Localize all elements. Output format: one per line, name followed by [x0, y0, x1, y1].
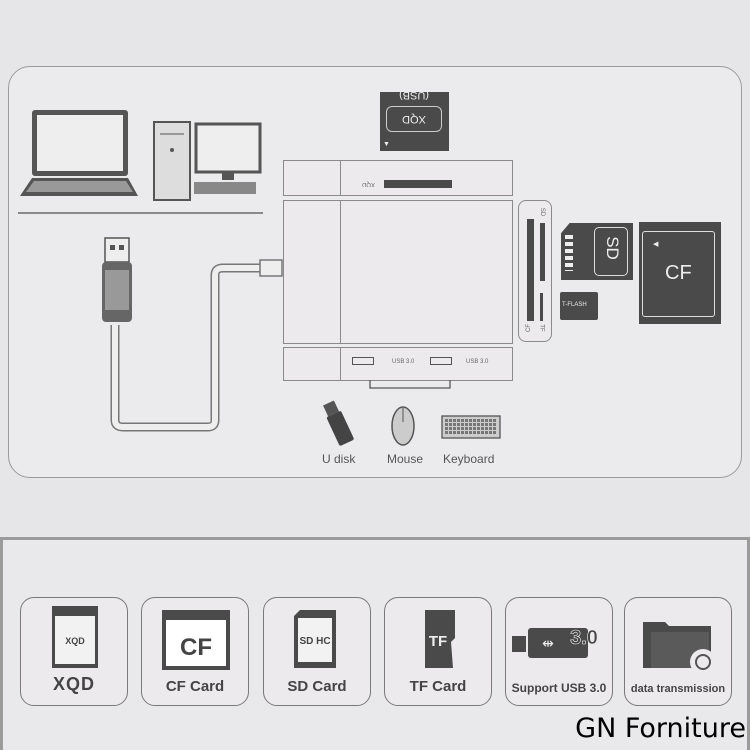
feature-label: SD Card: [287, 678, 347, 695]
folder-sync-icon: [643, 622, 716, 675]
usb-port-section: USB 3.0 USB 3.0: [283, 347, 513, 381]
xqd-slot: [384, 180, 452, 188]
feature-label: CF Card: [165, 678, 225, 695]
cf-slot: [527, 219, 534, 321]
sd-card-image: SD: [561, 223, 633, 280]
tf-slot: [540, 293, 543, 321]
feature-cf-card: CF CF Card: [141, 597, 249, 706]
desktop-computer-icon: [153, 121, 262, 201]
feature-usb3: 3.0 ⇹ Support USB 3.0: [505, 597, 613, 706]
u-disk-icon: [323, 400, 354, 446]
feature-label: XQD: [52, 674, 95, 694]
divider: [18, 212, 263, 214]
tf-slot-label: TF: [538, 324, 545, 332]
feature-data-transmission: data transmission: [624, 597, 732, 706]
xqd-card-image: XQD (USB) ▼: [380, 89, 449, 151]
cf-card-icon: CF: [162, 610, 230, 670]
xqd-slot-section: XQD: [283, 160, 513, 196]
tf-card-image: T-FLASH: [560, 292, 598, 320]
svg-text:CF: CF: [180, 634, 212, 661]
feature-sd-card: SD HC SD Card: [263, 597, 371, 706]
sd-slot: [540, 223, 545, 281]
svg-text:XQD: XQD: [65, 636, 85, 646]
hub-body: [283, 200, 513, 344]
sd-card-label: SD: [602, 236, 622, 260]
usb-connector-bracket: [369, 380, 451, 389]
feature-tf-card: TF TF Card: [384, 597, 492, 706]
xqd-card-icon: XQD: [52, 606, 98, 668]
mouse-icon: [391, 406, 415, 446]
sd-card-icon: SD HC: [294, 610, 336, 668]
usb-port-label: USB 3.0: [466, 359, 489, 365]
cf-card-image: ◀ CF: [639, 222, 721, 324]
svg-text:⇹: ⇹: [542, 635, 554, 651]
svg-text:SD HC: SD HC: [299, 636, 330, 647]
mouse-label: Mouse: [387, 452, 424, 466]
sd-slot-label: SD: [539, 207, 546, 217]
usb-cable: [110, 259, 283, 432]
cf-card-label: CF: [665, 262, 692, 284]
usb-port-label: USB 3.0: [392, 359, 415, 365]
usb-port: [352, 357, 374, 365]
laptop-icon: [20, 110, 138, 196]
usb-3-icon: 3.0 ⇹: [512, 627, 598, 658]
tf-card-icon: TF: [425, 610, 455, 668]
feature-label: Support USB 3.0: [511, 681, 607, 695]
xqd-slot-label: XQD: [362, 181, 376, 187]
u-disk-label: U disk: [322, 452, 356, 466]
feature-label: data transmission: [630, 683, 726, 695]
feature-label: TF Card: [409, 678, 467, 695]
xqd-card-label: XQD (USB): [386, 89, 442, 132]
svg-text:3.0: 3.0: [570, 627, 598, 649]
watermark-text: GN Forniture: [575, 713, 746, 744]
keyboard-icon: [441, 415, 501, 439]
keyboard-label: Keyboard: [443, 452, 495, 466]
usb-port: [430, 357, 452, 365]
usb-plug-icon: [102, 237, 132, 322]
svg-text:TF: TF: [429, 633, 447, 650]
cf-slot-label: CF: [526, 324, 532, 332]
feature-xqd: XQD XQD: [20, 597, 128, 706]
tf-card-label: T-FLASH: [562, 302, 587, 308]
card-slot-panel: SD TF CF: [518, 200, 552, 342]
